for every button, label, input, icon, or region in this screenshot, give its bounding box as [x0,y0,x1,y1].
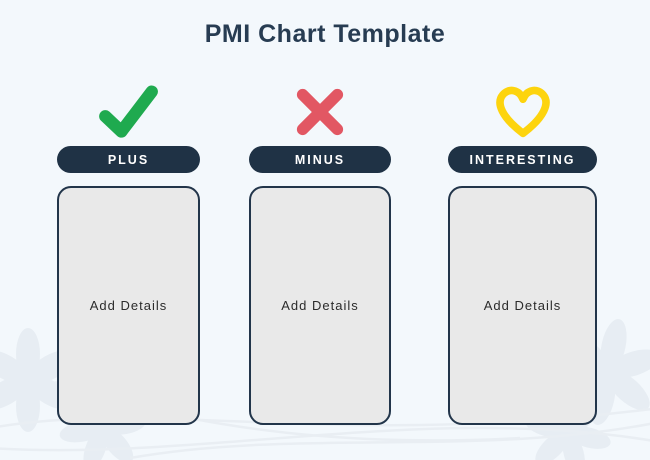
column-header-label: PLUS [107,152,150,167]
interesting-card[interactable]: Add Details [448,186,597,425]
minus-card[interactable]: Add Details [249,186,391,425]
card-placeholder-text: Add Details [281,298,359,313]
column-header-plus: PLUS [57,146,200,173]
column-interesting: INTERESTING Add Details [448,78,597,425]
check-icon-stroke [98,84,158,138]
column-header-label: INTERESTING [469,152,576,167]
x-icon [249,78,391,146]
card-placeholder-text: Add Details [483,298,562,313]
page-title: PMI Chart Template [204,20,446,48]
heart-icon [448,78,597,146]
column-header-interesting: INTERESTING [448,146,597,173]
column-header-minus: MINUS [249,146,391,173]
card-placeholder-text: Add Details [89,298,168,313]
column-header-label: MINUS [294,152,346,167]
column-minus: MINUS Add Details [249,78,391,425]
check-icon [57,78,200,146]
plus-card[interactable]: Add Details [57,186,200,425]
heart-icon-stroke [495,86,550,137]
x-icon-stroke [296,88,344,136]
column-plus: PLUS Add Details [57,78,200,425]
